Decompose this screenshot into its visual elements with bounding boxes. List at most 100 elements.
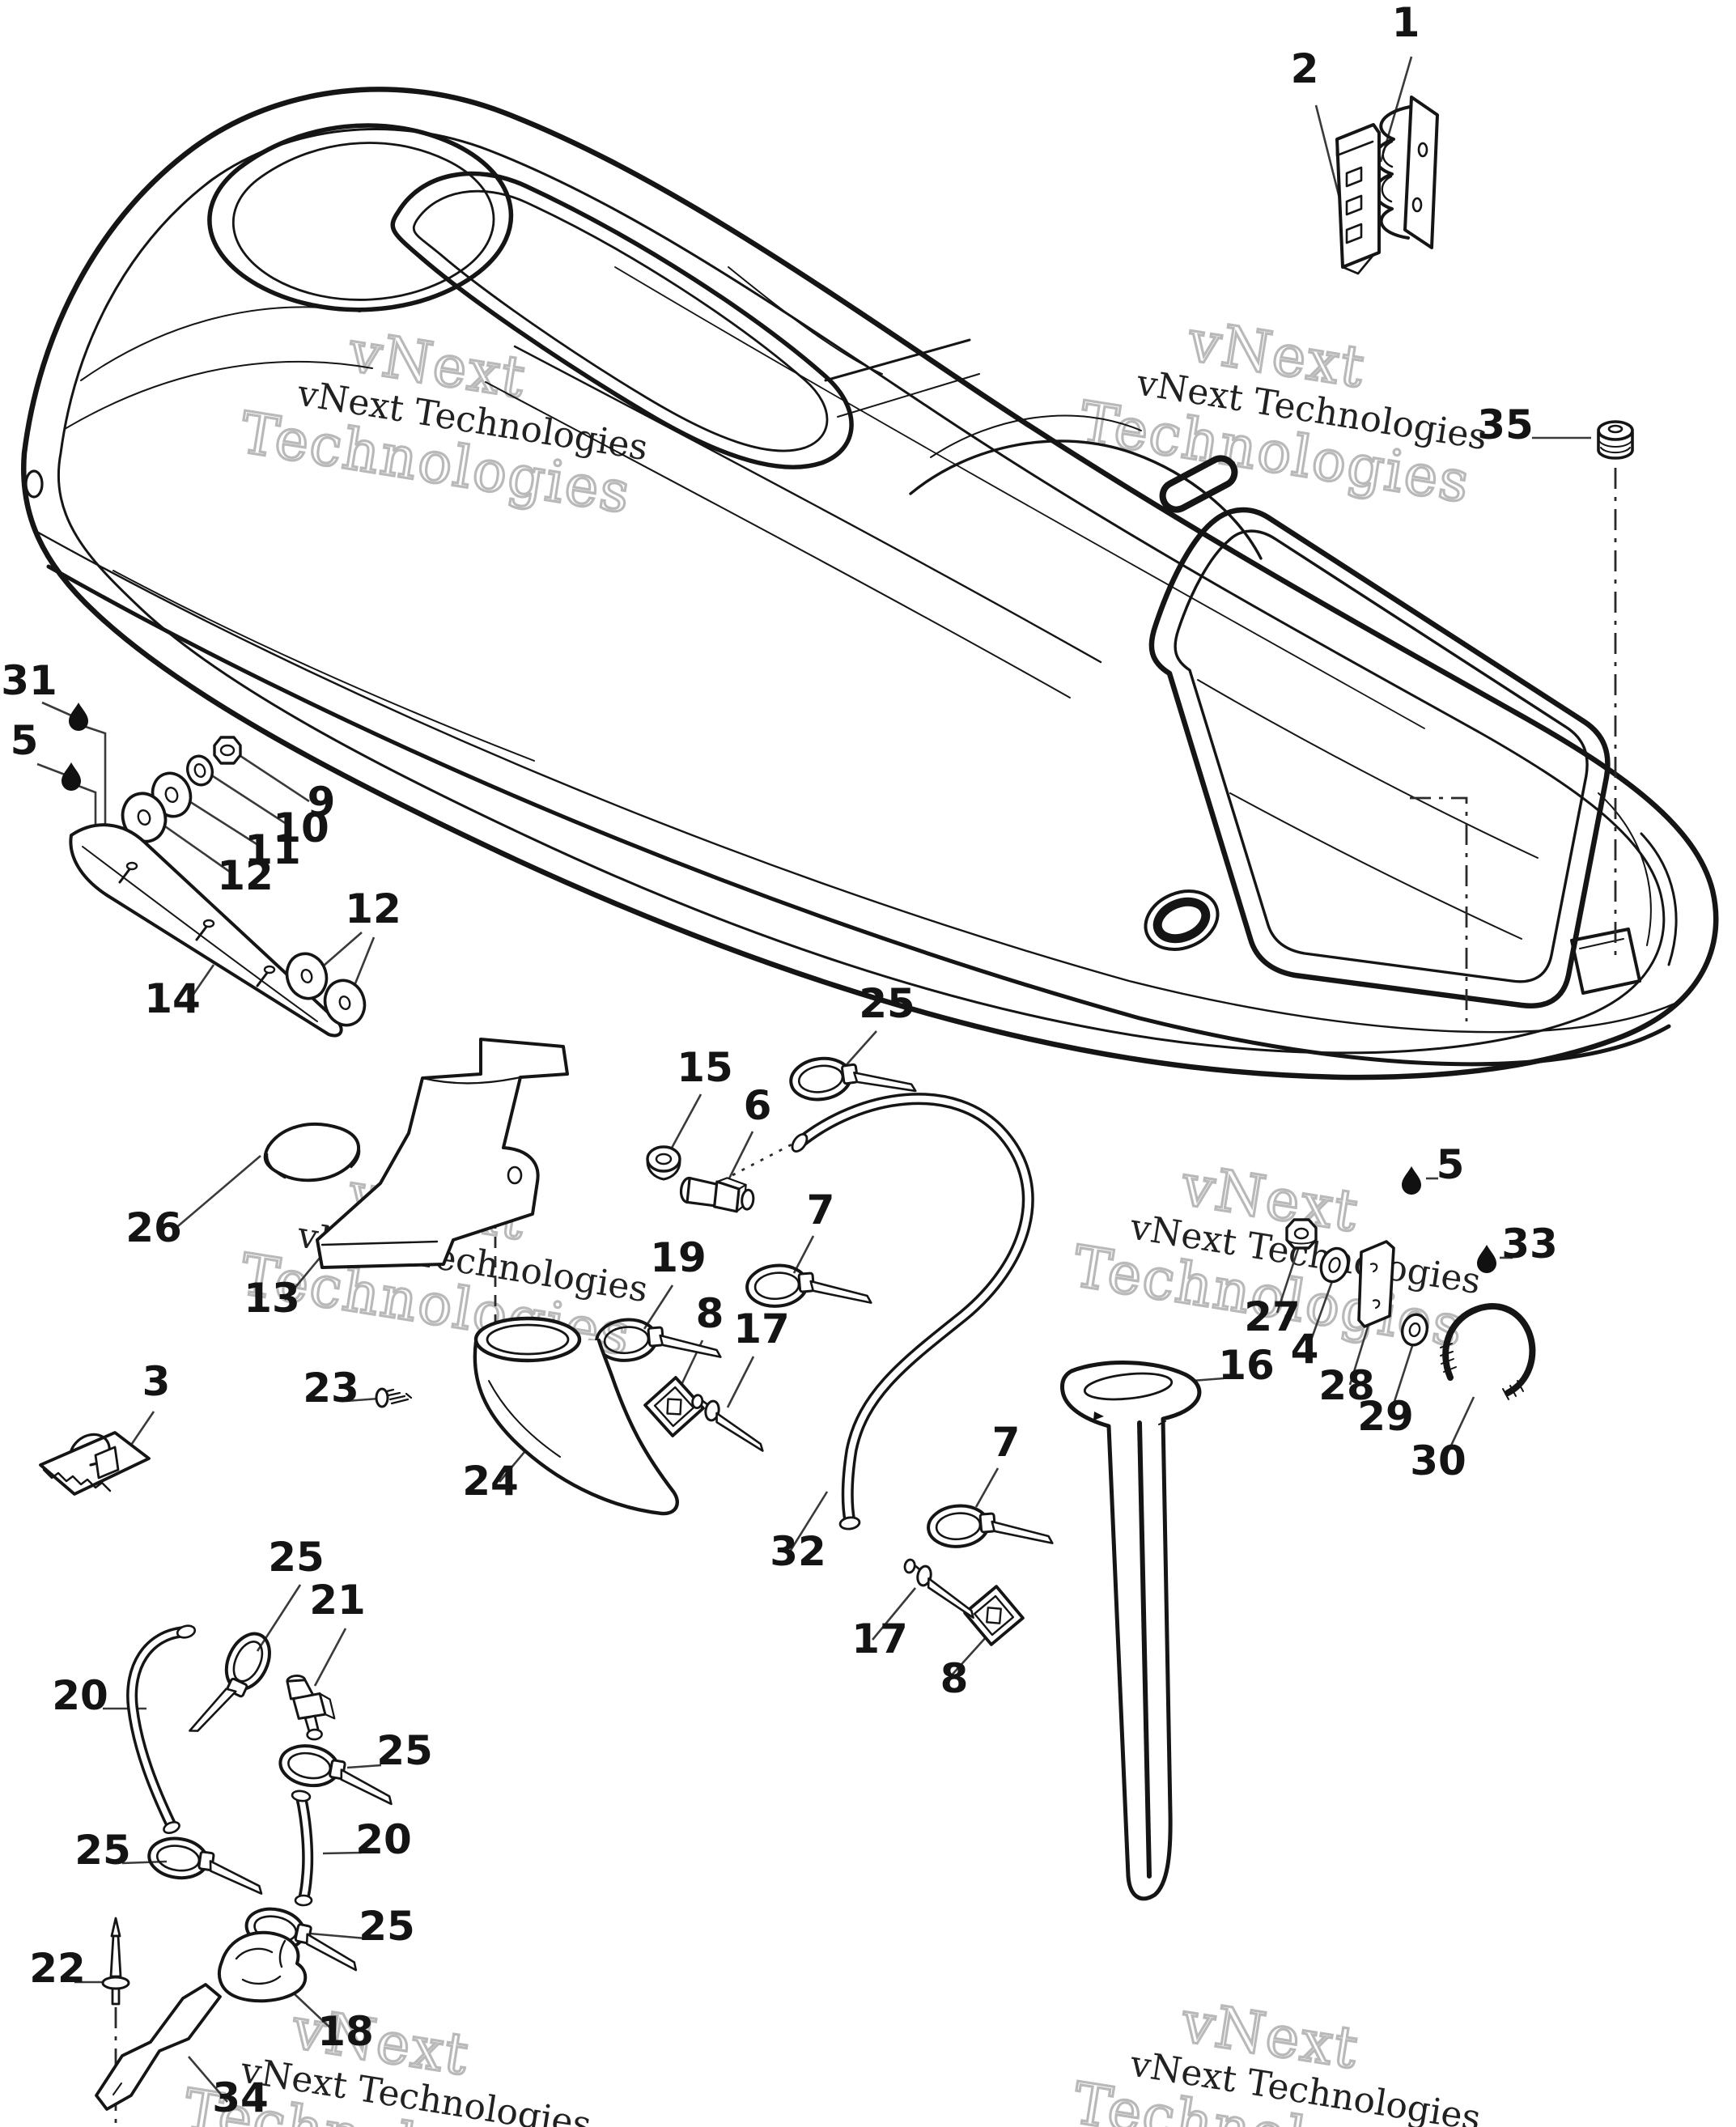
- callout-label-25: 25: [376, 1727, 433, 1774]
- callout-label-5: 5: [1437, 1141, 1465, 1188]
- leader-line-27: [1275, 1248, 1300, 1314]
- leader-lines-layer: [36, 56, 1591, 2103]
- part-26-pad: [263, 1122, 361, 1182]
- part-8-tie-mount: [963, 1585, 1025, 1646]
- guide-line-2: [1410, 796, 1468, 1021]
- leader-line-12: [156, 819, 234, 876]
- leader-line-18: [291, 1991, 336, 2033]
- callout-label-1: 1: [1392, 0, 1420, 46]
- part-2-retainer-bracket: [1335, 123, 1381, 275]
- callout-label-35: 35: [1477, 401, 1534, 448]
- leader-line-10: [210, 773, 290, 827]
- leader-line-5: [36, 762, 66, 776]
- leader-line-17: [871, 1587, 917, 1641]
- callout-label-6: 6: [744, 1082, 772, 1129]
- leader-line-9: [237, 753, 310, 803]
- callout-label-3: 3: [142, 1358, 171, 1405]
- leader-line-11: [182, 796, 261, 848]
- part-6-elbow-fitting: [679, 1176, 755, 1213]
- callout-label-25: 25: [268, 1534, 325, 1581]
- leader-line-25: [346, 1764, 382, 1769]
- part-17-rivet: [691, 1394, 764, 1452]
- callout-label-17: 17: [851, 1615, 908, 1662]
- part-10-washer: [185, 754, 214, 787]
- leader-line-28: [1348, 1321, 1371, 1386]
- leader-line-30: [1444, 1396, 1475, 1458]
- part-25-cable-tie: [189, 1632, 271, 1732]
- part-7-cable-tie: [927, 1504, 1054, 1548]
- callout-label-24: 24: [462, 1458, 519, 1505]
- part-31-adhesive-drop: [69, 703, 88, 731]
- callout-label-16: 16: [1218, 1342, 1275, 1389]
- leader-line-7: [792, 1235, 815, 1274]
- callout-label-14: 14: [144, 975, 201, 1022]
- callout-label-8: 8: [940, 1655, 969, 1702]
- part-4-washer: [1319, 1246, 1350, 1284]
- part-3-cable-clip: [39, 1431, 151, 1496]
- callout-label-10: 10: [273, 805, 329, 851]
- leader-line-25: [256, 1584, 302, 1652]
- callout-label-5: 5: [11, 717, 39, 764]
- part-12-washer: [323, 979, 367, 1027]
- leader-line-21: [313, 1628, 347, 1687]
- callout-label-28: 28: [1318, 1362, 1375, 1409]
- callout-label-18: 18: [317, 2008, 374, 2055]
- leader-line-29: [1389, 1345, 1414, 1415]
- part-12-washer: [285, 952, 329, 1000]
- callout-label-25: 25: [74, 1827, 131, 1874]
- callout-label-2: 2: [1291, 45, 1319, 92]
- part-16-wear-strip: [1060, 1361, 1202, 1901]
- part-25-cable-tie: [244, 1907, 358, 1972]
- callout-label-22: 22: [29, 1945, 86, 1992]
- callout-label-7: 7: [992, 1419, 1021, 1466]
- part-13-vent-bracket: [316, 1038, 569, 1269]
- callout-label-25: 25: [359, 1903, 415, 1950]
- callout-label-17: 17: [733, 1305, 790, 1352]
- leader-line-7: [974, 1467, 1000, 1508]
- leader-line-19: [643, 1284, 674, 1330]
- part-24-vent-tube: [473, 1316, 679, 1516]
- leader-line-15: [669, 1093, 702, 1152]
- leader-line-23: [346, 1397, 380, 1403]
- leader-line-4: [1307, 1280, 1334, 1348]
- part-25-cable-tie: [147, 1836, 263, 1895]
- part-9-nut: [213, 736, 242, 765]
- part-25-cable-tie: [789, 1056, 917, 1102]
- callout-label-31: 31: [1, 657, 57, 704]
- callout-label-25: 25: [859, 980, 915, 1027]
- callout-label-34: 34: [212, 2074, 269, 2121]
- callout-label-23: 23: [303, 1365, 359, 1412]
- part-18-foam-pad: [218, 1930, 308, 2003]
- part-1-clip-bracket: [1373, 96, 1439, 249]
- part-21-elbow-fitting: [286, 1675, 336, 1741]
- leader-line-17: [726, 1356, 755, 1408]
- part-25-cable-tie: [278, 1744, 393, 1806]
- leader-line-34: [188, 2056, 228, 2103]
- part-27-nut: [1285, 1218, 1318, 1250]
- callout-label-27: 27: [1244, 1293, 1301, 1340]
- part-14-sponson-strip: [69, 823, 343, 1038]
- part-30-u-bolt: [1440, 1302, 1536, 1400]
- callout-label-29: 29: [1357, 1393, 1414, 1440]
- drain-vent-oval: [1144, 889, 1220, 951]
- part-33-adhesive-drop: [1477, 1245, 1496, 1273]
- leader-line-14: [185, 964, 215, 1004]
- callout-label-19: 19: [650, 1234, 707, 1281]
- callout-label-20: 20: [52, 1672, 108, 1719]
- leader-line-26: [172, 1155, 261, 1231]
- callout-label-8: 8: [696, 1290, 724, 1337]
- leader-line-32: [788, 1491, 829, 1552]
- guide-line-4: [732, 1141, 796, 1177]
- callout-label-4: 4: [1291, 1326, 1319, 1373]
- callout-label-12: 12: [345, 885, 401, 932]
- part-23-screw: [375, 1387, 413, 1408]
- callout-label-11: 11: [244, 826, 301, 873]
- callout-label-32: 32: [770, 1528, 826, 1575]
- callout-label-33: 33: [1501, 1221, 1558, 1267]
- leader-line-6: [728, 1131, 754, 1179]
